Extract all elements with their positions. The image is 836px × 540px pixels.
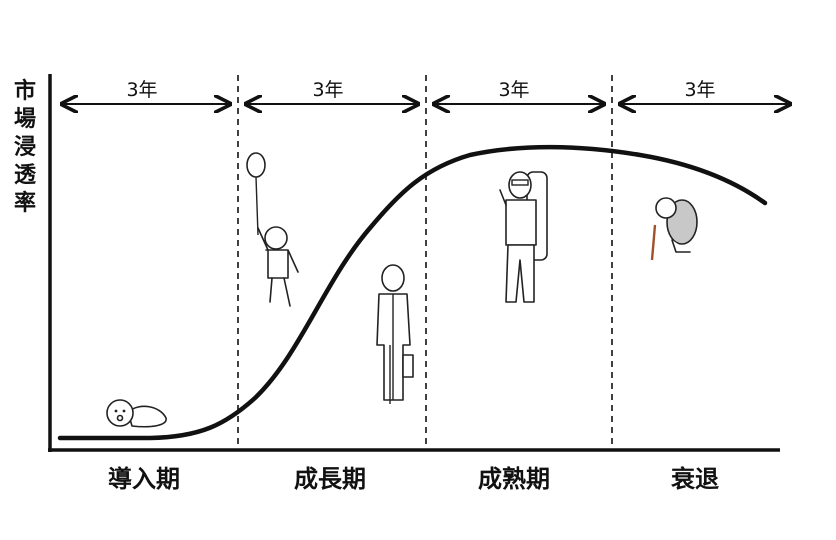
- y-axis-label: 市 場 浸 透 率: [14, 78, 37, 216]
- elderly-person-illustration: [650, 197, 698, 261]
- baby-illustration: [106, 399, 167, 428]
- lifecycle-curve: [57, 144, 768, 441]
- duration-label: 3年: [126, 79, 157, 101]
- child-with-balloon-illustration: [246, 152, 299, 307]
- businessman-illustration: [376, 264, 414, 404]
- duration-label: 3年: [684, 79, 715, 101]
- stage-label-maturity: 成熟期: [478, 465, 550, 493]
- stage-label-growth: 成長期: [294, 465, 366, 493]
- man-with-golf-bag-illustration: [499, 171, 548, 303]
- y-label-char: 場: [14, 107, 36, 132]
- duration-label: 3年: [498, 79, 529, 101]
- y-label-char: 浸: [14, 135, 36, 160]
- stage-label-introduction: 導入期: [108, 465, 180, 493]
- y-label-char: 率: [14, 190, 36, 216]
- y-label-char: 市: [14, 78, 36, 104]
- duration-label: 3年: [312, 79, 343, 101]
- y-label-char: 透: [14, 163, 37, 188]
- stage-label-decline: 衰退: [670, 465, 719, 493]
